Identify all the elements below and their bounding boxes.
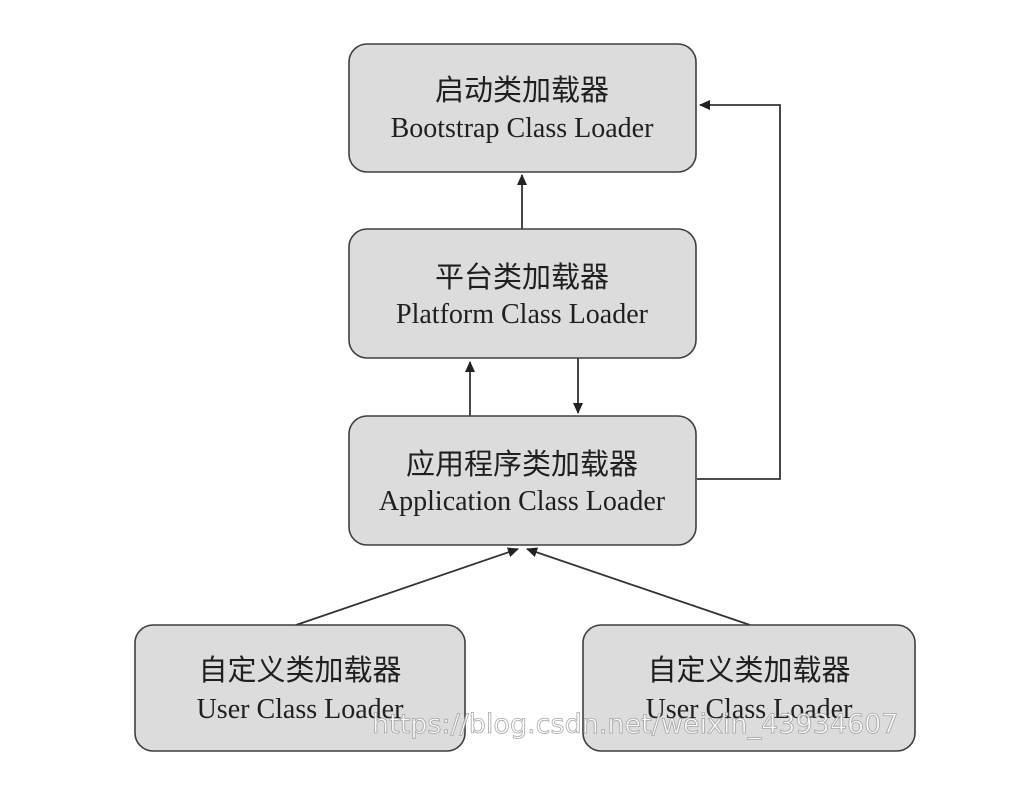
platform-class-loader-node: 平台类加载器 Platform Class Loader — [348, 228, 697, 359]
user-left-label-en: User Class Loader — [197, 694, 405, 725]
edge-user-left-to-application — [295, 547, 519, 626]
user-right-label-en: User Class Loader — [646, 694, 854, 725]
bootstrap-label-zh: 启动类加载器 — [435, 73, 609, 107]
platform-label-zh: 平台类加载器 — [435, 260, 609, 294]
application-label-en: Application Class Loader — [379, 486, 666, 517]
bootstrap-class-loader-node: 启动类加载器 Bootstrap Class Loader — [348, 43, 697, 173]
edge-application-to-bootstrap — [697, 100, 781, 480]
user-left-label-zh: 自定义类加载器 — [198, 653, 401, 687]
edge-user-right-to-application — [526, 547, 751, 626]
user-class-loader-left-node: 自定义类加载器 User Class Loader — [134, 624, 466, 752]
platform-label-en: Platform Class Loader — [396, 299, 649, 330]
bootstrap-label-en: Bootstrap Class Loader — [391, 113, 655, 144]
application-class-loader-node: 应用程序类加载器 Application Class Loader — [348, 415, 697, 546]
user-class-loader-right-node: 自定义类加载器 User Class Loader — [582, 624, 916, 752]
user-right-label-zh: 自定义类加载器 — [647, 653, 850, 687]
watermark-text: https://blog.csdn.net/weixin_43934607 — [372, 709, 899, 740]
application-label-zh: 应用程序类加载器 — [406, 447, 638, 481]
